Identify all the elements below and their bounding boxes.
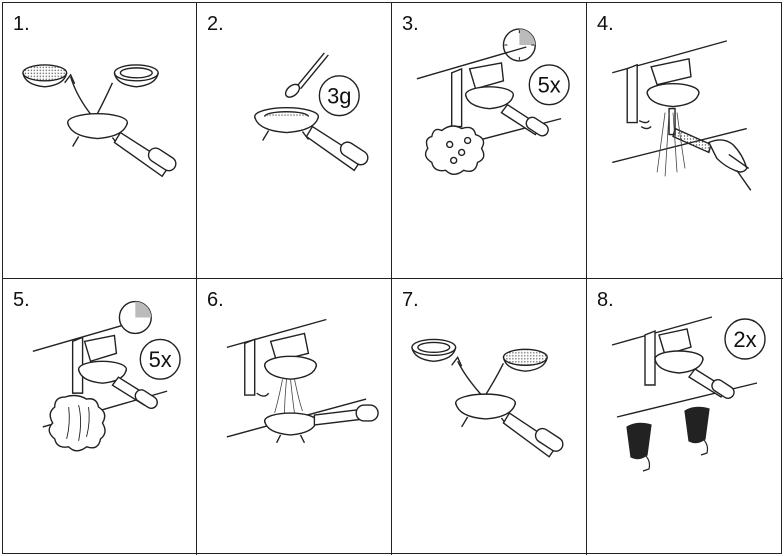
repeat-badge: 5x xyxy=(528,64,570,106)
step-number: 3. xyxy=(402,13,419,35)
badge-label: 2x xyxy=(733,327,756,352)
step-8-illustration: 2x xyxy=(611,316,766,472)
step-number: 5. xyxy=(13,289,30,311)
steam-cloud-icon xyxy=(48,394,106,452)
panel-7: 7. xyxy=(392,279,587,555)
water-spray-icon xyxy=(656,112,686,177)
brew-group-icon xyxy=(244,332,318,397)
panel-8: 8. 2x xyxy=(587,279,783,555)
step-6-illustration xyxy=(226,318,379,444)
portafilter-icon xyxy=(66,112,177,178)
measuring-spoon-icon xyxy=(284,52,329,98)
steam-cloud-icon xyxy=(424,125,485,176)
brew-group-icon xyxy=(450,62,549,137)
panel-2: 2. 3g xyxy=(197,3,392,279)
arrowhead-icon xyxy=(451,355,463,367)
panel-3: 3. 5x xyxy=(392,3,587,279)
panel-4: 4. xyxy=(587,3,783,279)
arrow-icon xyxy=(457,360,483,396)
repeat-badge: 5x xyxy=(139,338,181,380)
cup-icon xyxy=(626,422,652,472)
brew-group-icon xyxy=(71,334,158,410)
step-4-illustration xyxy=(612,40,752,191)
repeat-badge: 2x xyxy=(724,318,766,360)
cup-icon xyxy=(684,406,710,456)
filter-basket-icon xyxy=(113,64,159,88)
panel-1: 1. xyxy=(3,3,197,279)
timer-icon xyxy=(502,28,536,62)
step-7-illustration xyxy=(411,338,564,458)
step-2-illustration: 3g xyxy=(254,52,369,172)
brew-group-icon xyxy=(644,328,735,399)
arrowhead-icon xyxy=(64,73,76,85)
badge-label: 5x xyxy=(149,347,172,372)
step-5-illustration: 5x xyxy=(32,300,181,452)
dose-badge: 3g xyxy=(318,75,360,117)
badge-label: 3g xyxy=(327,84,351,109)
step-number: 8. xyxy=(597,289,614,311)
step-1-illustration xyxy=(22,64,177,178)
brew-group-icon xyxy=(626,57,700,130)
timer-icon xyxy=(118,300,152,335)
badge-label: 5x xyxy=(538,73,561,98)
portafilter-icon xyxy=(254,106,369,172)
cleaning-tool-icon xyxy=(668,107,752,191)
filter-basket-icon xyxy=(22,64,68,88)
panel-5: 5. 5x xyxy=(3,279,197,555)
step-number: 6. xyxy=(207,289,224,311)
step-number: 2. xyxy=(207,13,224,35)
water-spray-icon xyxy=(274,379,303,416)
step-number: 1. xyxy=(13,13,30,35)
filter-basket-icon xyxy=(502,348,548,372)
panel-6: 6. xyxy=(197,279,392,555)
filter-basket-icon xyxy=(411,338,457,362)
step-number: 7. xyxy=(402,289,419,311)
step-number: 4. xyxy=(597,13,614,35)
portafilter-icon xyxy=(454,393,564,458)
portafilter-icon xyxy=(263,404,379,444)
step-3-illustration: 5x xyxy=(416,28,570,176)
